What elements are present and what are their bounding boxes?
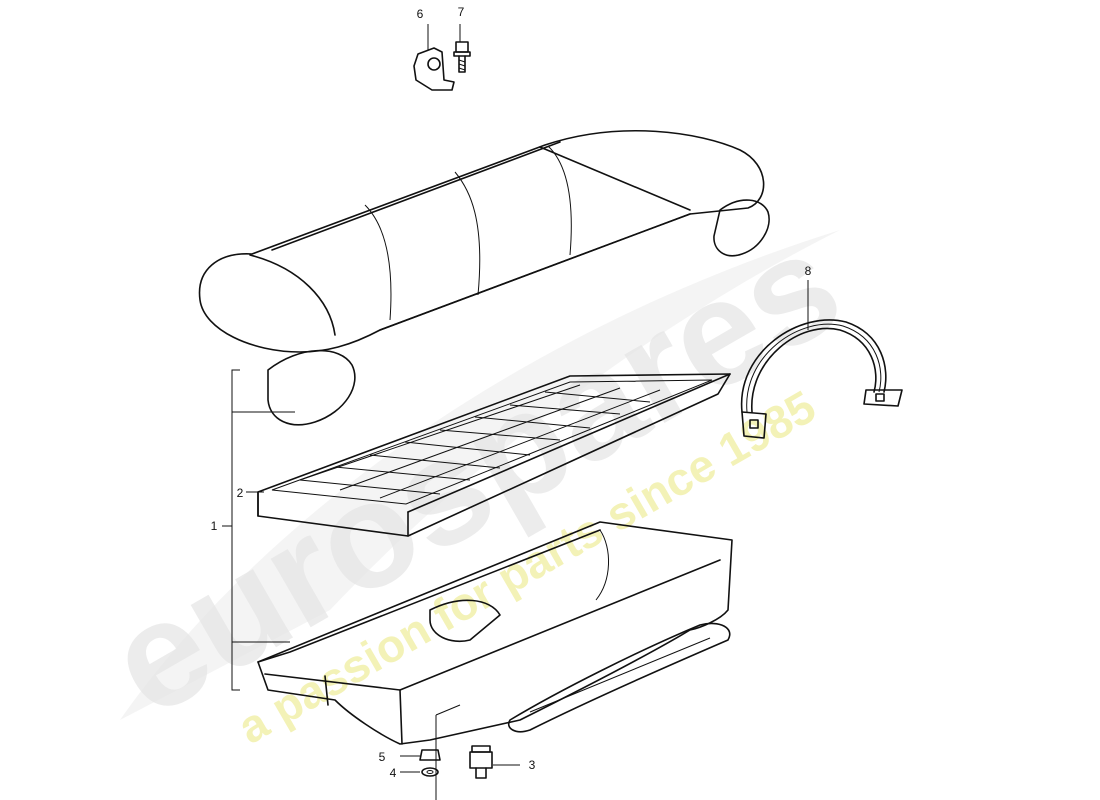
filter-element-part-2	[257, 373, 731, 537]
callout-7: 7	[458, 5, 465, 19]
callout-8: 8	[805, 264, 812, 278]
watermark-swoosh	[120, 230, 840, 720]
strap-part-8	[740, 319, 903, 439]
washer-part-4	[421, 767, 439, 777]
callout-4: 4	[390, 766, 397, 780]
assembly-bracket	[231, 369, 295, 691]
nut-part-5	[419, 749, 441, 761]
watermark: eurospares a passion for parts since 198…	[82, 198, 866, 754]
clamp-part-6	[413, 47, 455, 91]
hardware-guide-line	[435, 704, 461, 800]
air-cleaner-upper-housing	[198, 129, 770, 426]
callout-3: 3	[529, 758, 536, 772]
callout-2: 2	[237, 486, 244, 500]
callout-6: 6	[417, 7, 424, 21]
watermark-brand: eurospares	[82, 198, 866, 748]
callout-labels: 1 2 3 4 5 6 7 8	[211, 5, 812, 780]
stud-part-3	[469, 745, 493, 779]
callout-1: 1	[211, 519, 218, 533]
bolt-part-7	[453, 41, 471, 73]
callout-5: 5	[379, 750, 386, 764]
callout-leaders	[222, 24, 809, 773]
air-cleaner-lower-housing	[257, 521, 733, 745]
